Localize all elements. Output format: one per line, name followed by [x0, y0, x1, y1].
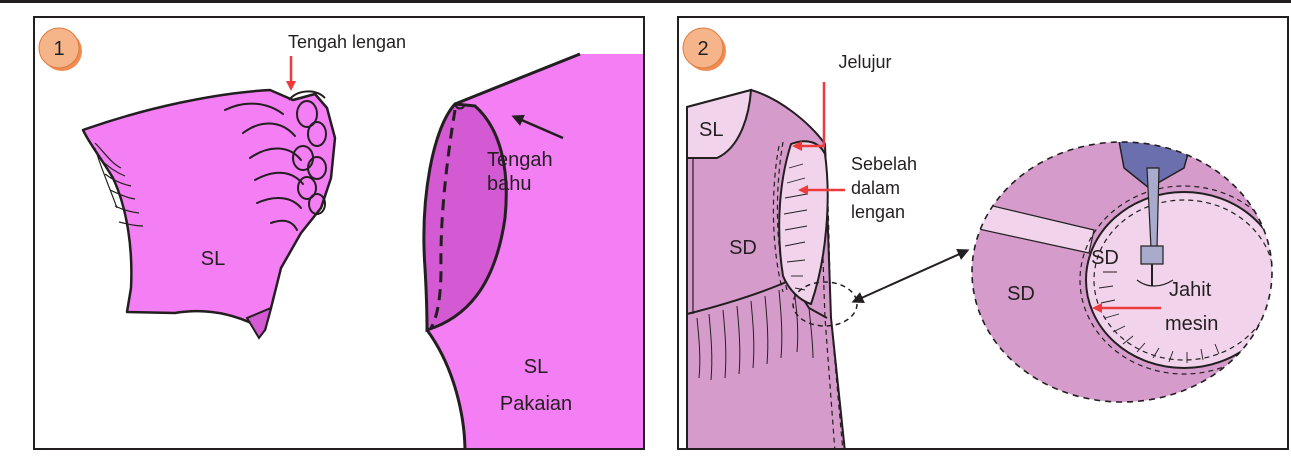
label-tengah-lengan: Tengah lengan [288, 32, 406, 52]
label-lengan: lengan [851, 202, 905, 222]
label-sl: SL [699, 119, 723, 141]
sleeve-piece [83, 90, 335, 338]
top-border-line [0, 0, 1291, 3]
garment-piece [424, 54, 645, 450]
label-mesin: mesin [1165, 313, 1218, 335]
label-sebelah: Sebelah [851, 154, 917, 174]
label-tengah: Tengah [487, 149, 553, 171]
step-2-panel: 2 [677, 16, 1289, 450]
label-jelujur: Jelujur [838, 52, 891, 72]
zoom-arrow [857, 252, 964, 300]
step-number: 2 [697, 38, 708, 60]
label-bahu: bahu [487, 173, 532, 195]
step-badge: 2 [683, 28, 726, 71]
label-sd-zoom-inner: SD [1091, 247, 1119, 269]
step-badge: 1 [39, 28, 82, 71]
step-1-panel: 1 [33, 16, 645, 450]
label-pakaian: Pakaian [500, 393, 572, 415]
label-jahit: Jahit [1169, 279, 1212, 301]
step-number: 1 [53, 38, 64, 60]
label-dalam: dalam [851, 178, 900, 198]
label-sd-bodice: SD [729, 237, 757, 259]
garment-front [687, 90, 857, 450]
step-1-illustration: 1 [35, 18, 645, 450]
label-sd-zoom-left: SD [1007, 283, 1035, 305]
label-sl-sleeve: SL [201, 248, 225, 270]
label-sl-garment: SL [524, 356, 548, 378]
step-2-illustration: 2 [679, 18, 1289, 450]
zoom-detail [947, 114, 1289, 428]
